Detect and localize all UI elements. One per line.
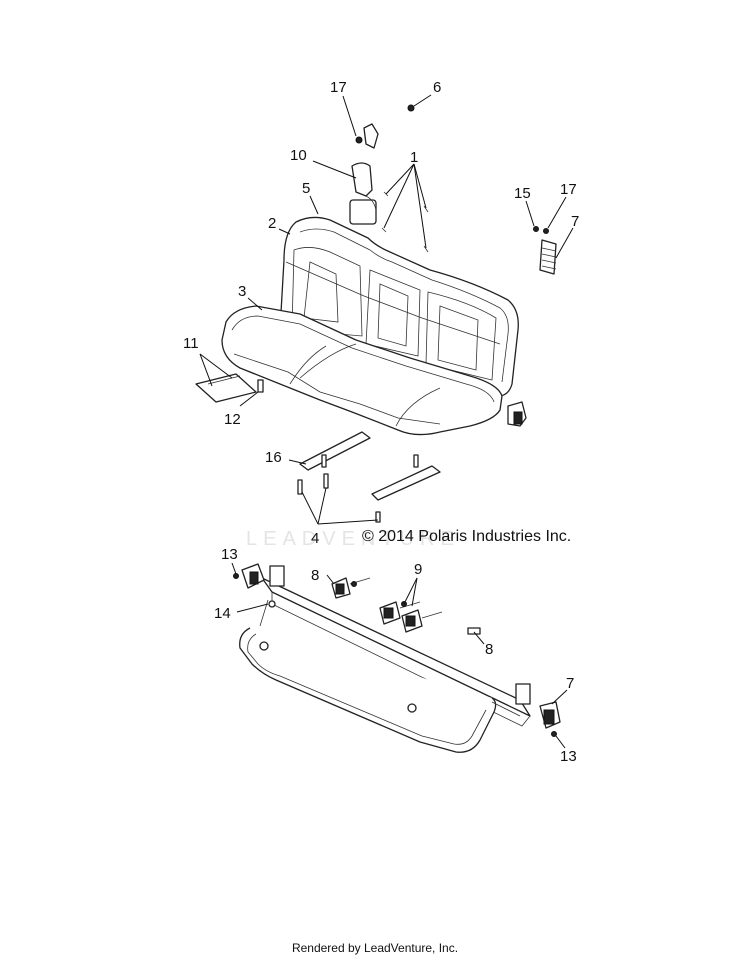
callout-10: 10 bbox=[290, 147, 307, 164]
callout-8-right: 8 bbox=[485, 641, 493, 658]
callout-7-lower: 7 bbox=[566, 675, 574, 692]
render-credit-footer: Rendered by LeadVenture, Inc. bbox=[291, 941, 459, 955]
bolts-part-4 bbox=[297, 473, 381, 523]
callout-13-left: 13 bbox=[221, 546, 238, 563]
callout-11: 11 bbox=[183, 335, 199, 352]
callout-labels: 17 6 10 1 5 2 3 15 17 7 11 12 16 4 13 8 … bbox=[183, 79, 579, 765]
seat-brackets bbox=[299, 431, 441, 501]
callout-1: 1 bbox=[410, 149, 418, 166]
callout-12: 12 bbox=[224, 411, 241, 428]
callout-2: 2 bbox=[268, 215, 276, 232]
callout-4: 4 bbox=[311, 530, 319, 547]
callout-7-upper: 7 bbox=[571, 213, 579, 230]
callout-15: 15 bbox=[514, 185, 531, 202]
callout-13-right: 13 bbox=[560, 748, 577, 765]
seat-frame bbox=[239, 565, 531, 753]
buckle-right bbox=[507, 401, 527, 427]
lower-buckles bbox=[233, 563, 561, 737]
callout-14: 14 bbox=[214, 605, 231, 622]
callout-9: 9 bbox=[414, 561, 422, 578]
retractor-right-upper bbox=[533, 226, 557, 275]
seat-cushion bbox=[221, 305, 503, 436]
callout-17-right: 17 bbox=[560, 181, 577, 198]
leadventure-watermark: LEADVENTURE bbox=[246, 528, 460, 550]
callout-8-left: 8 bbox=[311, 567, 319, 584]
seat-belt-upper bbox=[349, 104, 415, 225]
screws-part-1 bbox=[381, 191, 429, 253]
callout-16: 16 bbox=[265, 449, 282, 466]
callout-3: 3 bbox=[238, 283, 246, 300]
leader-lines bbox=[199, 94, 574, 749]
callout-5: 5 bbox=[302, 180, 310, 197]
label-decals bbox=[195, 373, 264, 403]
copyright-notice: © 2014 Polaris Industries Inc. bbox=[362, 528, 572, 545]
callout-17-top: 17 bbox=[330, 79, 347, 96]
callout-6: 6 bbox=[433, 79, 441, 96]
